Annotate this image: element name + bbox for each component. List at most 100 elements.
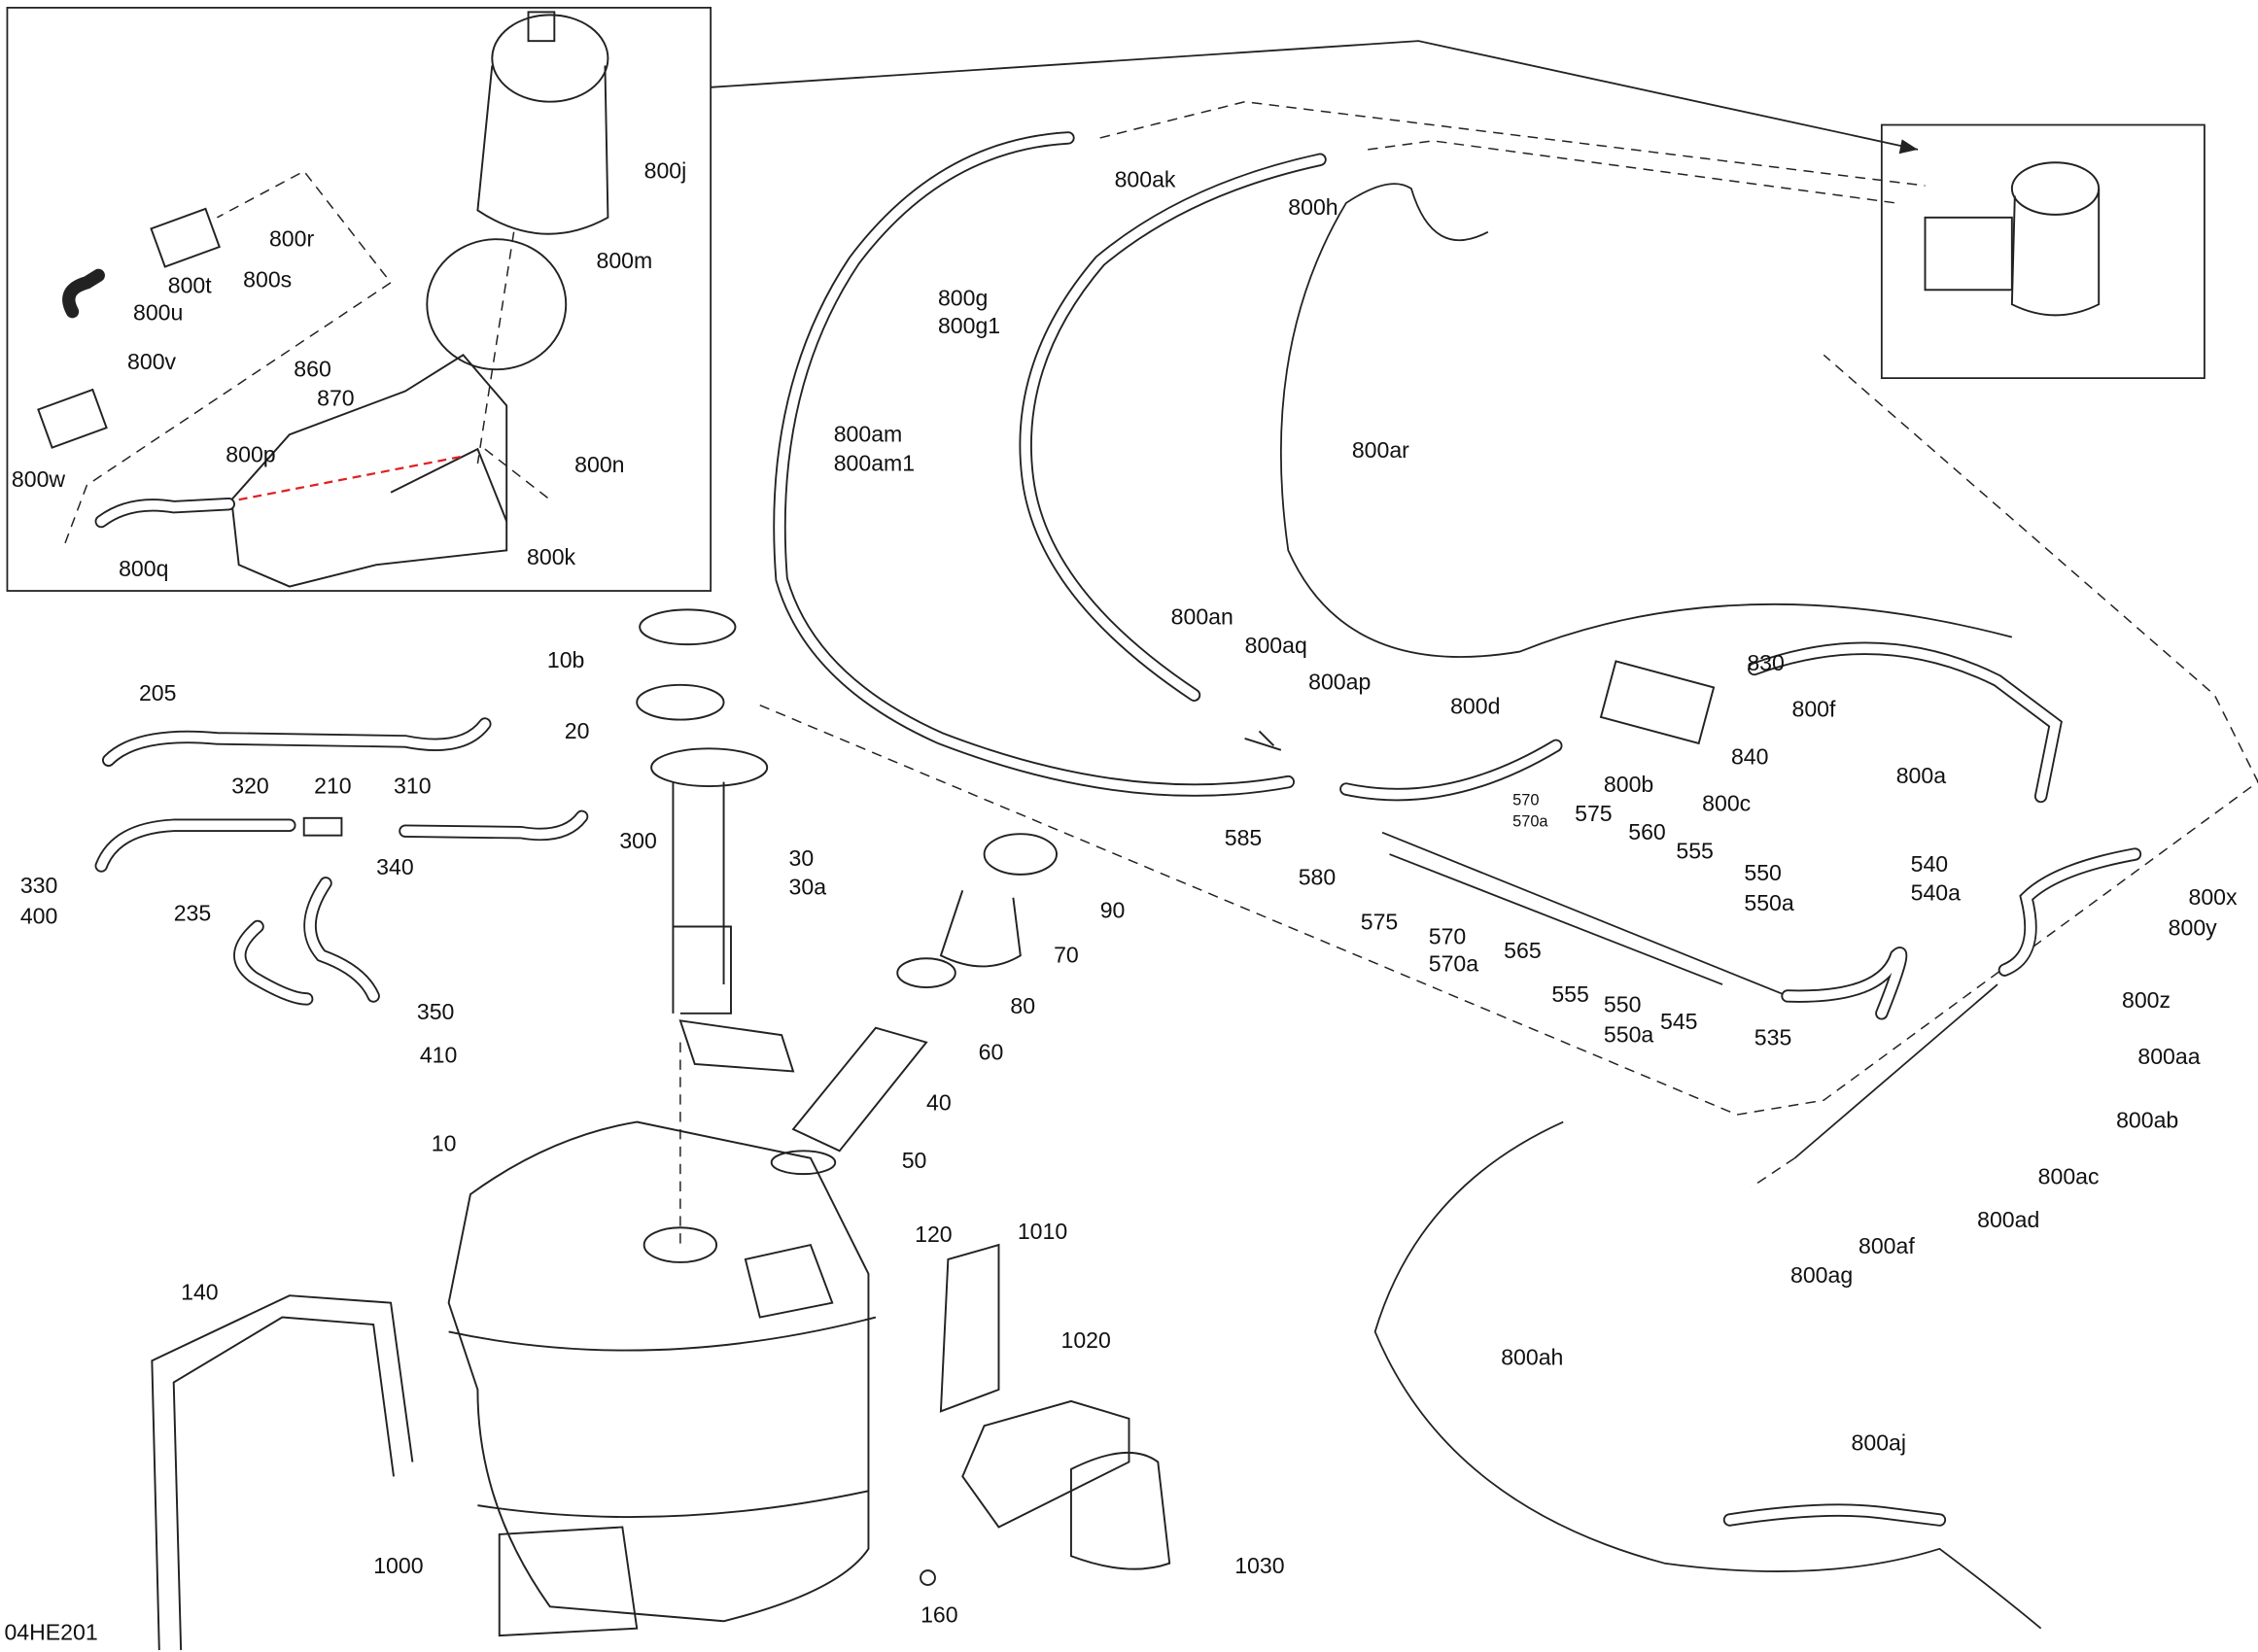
hose-800y	[1997, 847, 2142, 977]
heat-shield-1010	[939, 1243, 1000, 1413]
reference-code: 04HE201	[4, 1620, 97, 1645]
callout-800f: 800f	[1792, 697, 1837, 722]
callout-570: 570	[1429, 923, 1467, 948]
hose-310	[399, 809, 589, 842]
callout-800p: 800p	[226, 441, 275, 466]
callout-1020: 1020	[1061, 1327, 1111, 1353]
hose-800u	[62, 268, 105, 319]
tee-fitting	[302, 816, 343, 837]
callout-800ad: 800ad	[1977, 1207, 2039, 1232]
callout-1010: 1010	[1018, 1219, 1067, 1244]
callout-800n: 800n	[574, 452, 624, 477]
tank-strap-140	[151, 1294, 414, 1651]
fuel-pump-module	[636, 608, 795, 1073]
callout-400: 400	[20, 904, 58, 929]
callout-800g1: 800g1	[938, 313, 1000, 338]
callout-585: 585	[1225, 825, 1263, 850]
charcoal-canister	[476, 11, 609, 235]
hose-320	[94, 818, 296, 873]
callout-560: 560	[1628, 819, 1666, 844]
callout-550: 550	[1604, 991, 1642, 1016]
callout-800af: 800af	[1859, 1233, 1915, 1258]
callout-550a: 550a	[1604, 1022, 1654, 1048]
callout-50: 50	[902, 1148, 927, 1173]
callout-870: 870	[317, 385, 355, 410]
installed-canister-inset-box	[1880, 123, 2206, 380]
callout-160: 160	[921, 1602, 958, 1628]
callout-800ak: 800ak	[1115, 167, 1176, 192]
callout-570a: 570a	[1512, 813, 1548, 831]
callout-575: 575	[1361, 909, 1399, 934]
callout-800ac: 800ac	[2038, 1164, 2100, 1189]
heat-shield-1030	[1069, 1451, 1171, 1570]
callout-555: 555	[1551, 981, 1589, 1007]
callout-800g: 800g	[938, 286, 988, 311]
callout-10b: 10b	[547, 647, 585, 672]
purge-valve	[37, 207, 221, 449]
harness-800ar	[1279, 183, 2013, 658]
callout-70: 70	[1054, 943, 1079, 968]
callout-80: 80	[1010, 993, 1035, 1018]
callout-330: 330	[20, 873, 58, 898]
callout-800j: 800j	[644, 158, 687, 184]
callout-800y: 800y	[2169, 914, 2218, 940]
inset-pointer-line	[711, 40, 1919, 151]
hose-800aj	[1722, 1503, 1947, 1527]
callout-340: 340	[376, 854, 414, 879]
callout-575: 575	[1575, 801, 1613, 826]
callout-800aa: 800aa	[2137, 1044, 2200, 1069]
callout-800x: 800x	[2189, 884, 2239, 910]
callout-550: 550	[1744, 860, 1782, 885]
callout-800v: 800v	[127, 349, 177, 374]
callout-800s: 800s	[243, 266, 292, 292]
canister-strap	[426, 238, 568, 371]
callout-800am: 800am	[834, 422, 903, 447]
callout-205: 205	[139, 680, 177, 706]
hose-235	[233, 877, 380, 1006]
hose-800a	[1748, 641, 2063, 804]
callout-800q: 800q	[119, 556, 168, 581]
rollover-valve	[1599, 660, 1716, 745]
callout-800ah: 800ah	[1501, 1345, 1563, 1370]
callout-800w: 800w	[12, 466, 66, 492]
callout-30: 30	[789, 845, 815, 871]
installed-canister	[1924, 161, 2101, 317]
callout-40: 40	[926, 1090, 952, 1116]
callout-570a: 570a	[1429, 951, 1479, 977]
callout-90: 90	[1100, 898, 1126, 923]
callout-800b: 800b	[1604, 772, 1653, 797]
callout-580: 580	[1299, 864, 1337, 889]
callout-800m: 800m	[597, 248, 653, 273]
callout-540: 540	[1911, 851, 1949, 877]
callout-210: 210	[314, 773, 352, 798]
callout-800ab: 800ab	[2116, 1107, 2178, 1132]
callout-300: 300	[619, 828, 657, 853]
callout-800k: 800k	[527, 544, 576, 569]
callout-800an: 800an	[1171, 603, 1233, 629]
callout-540a: 540a	[1911, 880, 1962, 906]
callout-565: 565	[1504, 938, 1542, 963]
callout-800am1: 800am1	[834, 450, 915, 475]
hose-540	[1781, 946, 1908, 1020]
fuel-tank	[447, 1120, 877, 1623]
callout-1030: 1030	[1234, 1553, 1284, 1578]
heat-shield-1020	[961, 1399, 1130, 1529]
callout-800a: 800a	[1896, 763, 1947, 788]
heat-shield-1000	[498, 1526, 639, 1637]
callout-140: 140	[181, 1280, 219, 1305]
canister-inset-box	[6, 7, 712, 592]
callout-30a: 30a	[789, 875, 827, 900]
callout-800u: 800u	[133, 300, 183, 326]
canister-bracket	[230, 354, 508, 588]
callout-800h: 800h	[1288, 194, 1337, 220]
callout-840: 840	[1731, 744, 1769, 770]
callout-60: 60	[979, 1039, 1004, 1064]
callout-800z: 800z	[2122, 987, 2171, 1013]
hose-800d	[1339, 739, 1563, 802]
callout-410: 410	[420, 1042, 458, 1067]
callout-1000: 1000	[373, 1553, 423, 1578]
fuel-line-connectors	[1793, 983, 1998, 1159]
callout-235: 235	[174, 901, 212, 926]
